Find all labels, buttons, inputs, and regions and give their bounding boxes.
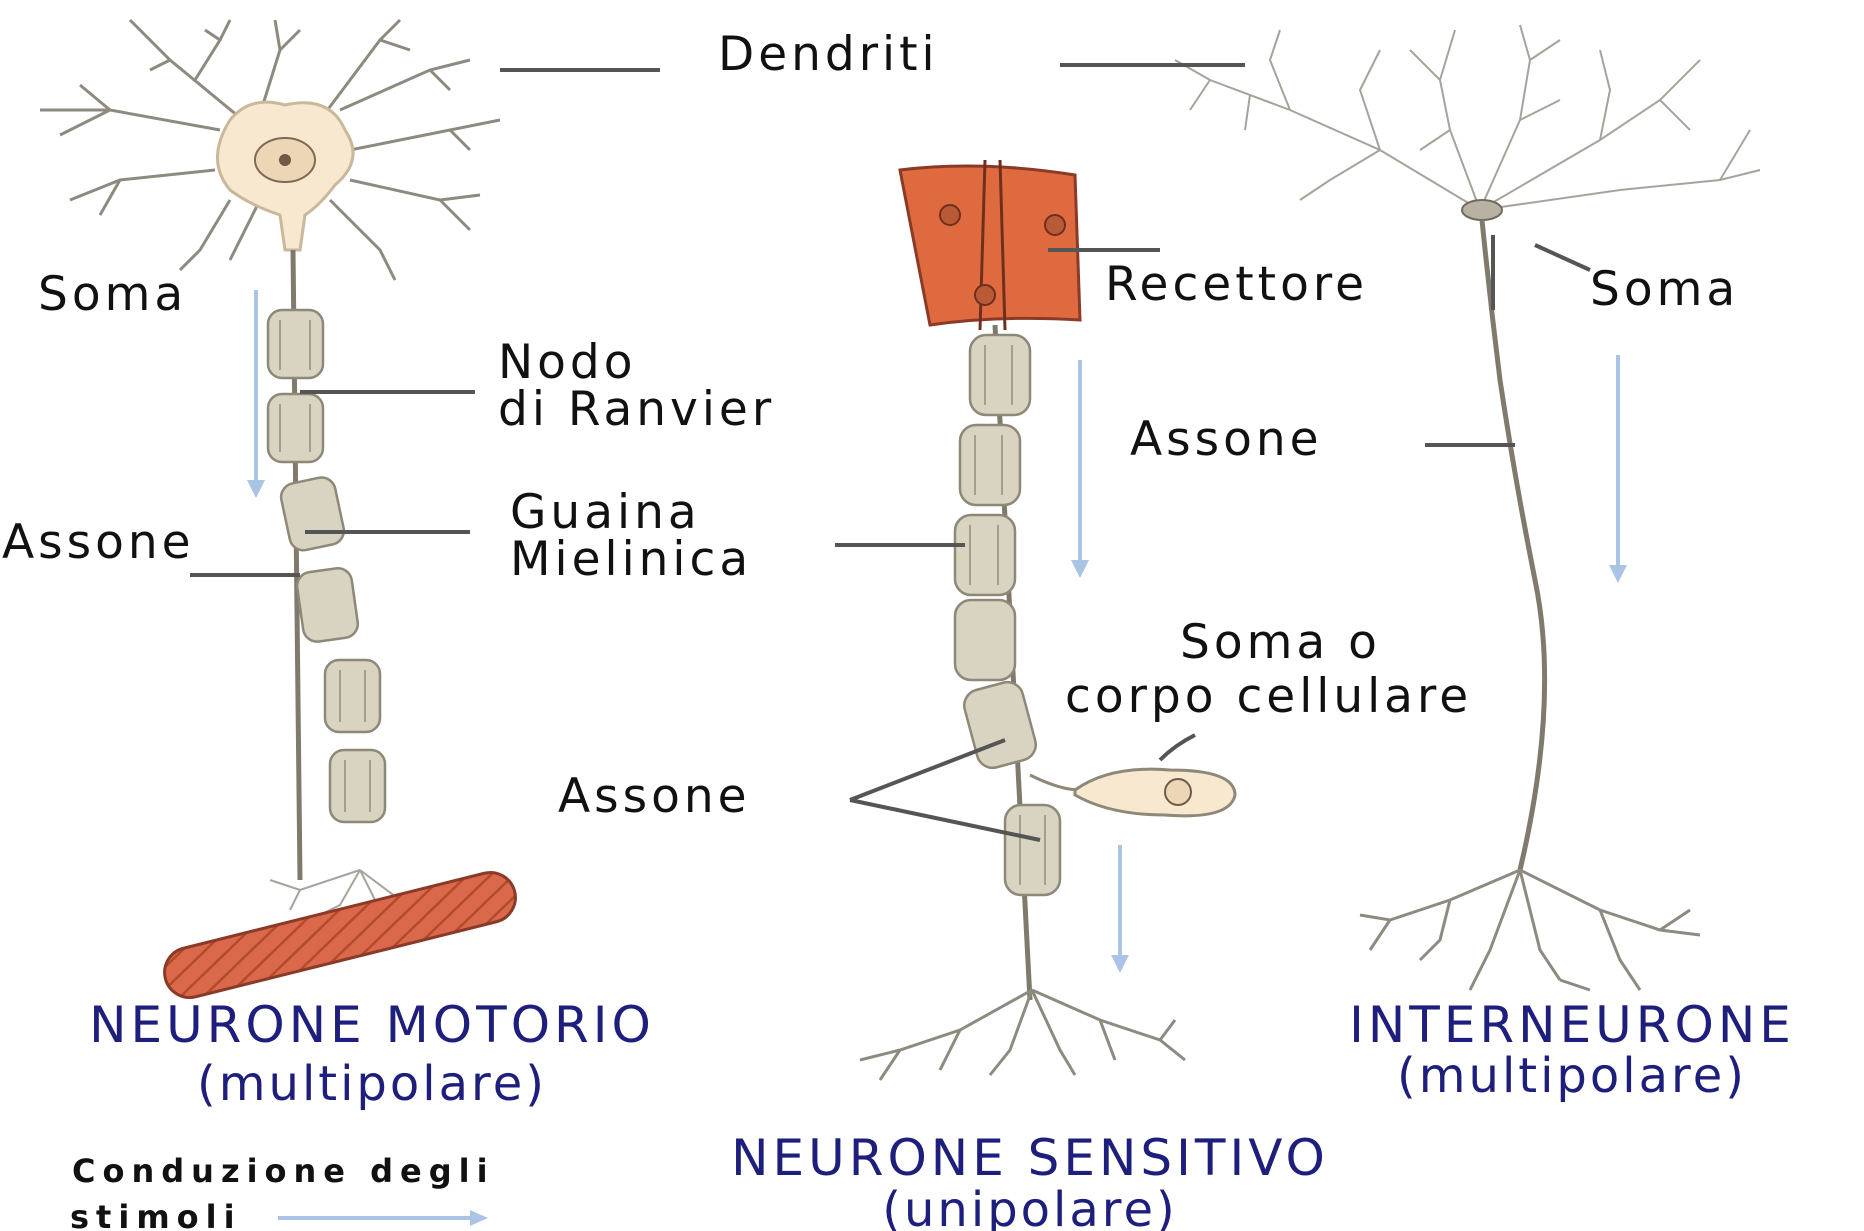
label-soma-corpo-line1: Soma o	[1180, 615, 1381, 670]
flow-arrow-sensory-lower	[1111, 845, 1129, 973]
label-assone-bottom: Assone	[558, 769, 751, 824]
legend-line1: Conduzione degli	[72, 1152, 495, 1190]
interneuron	[1175, 25, 1760, 990]
interneuron-dendrites	[1175, 25, 1760, 210]
title-sensitivo-sub: (unipolare)	[882, 1182, 1177, 1231]
label-soma-left: Soma	[38, 267, 187, 322]
right-arrow-icon	[278, 1210, 488, 1226]
label-guaina-line2: Mielinica	[510, 532, 752, 587]
label-assone-middle: Assone	[1130, 412, 1323, 467]
interneuron-axon	[1482, 220, 1545, 870]
label-soma-right: Soma	[1590, 262, 1739, 317]
title-motorio-sub: (multipolare)	[197, 1056, 547, 1112]
interneuron-soma	[1462, 200, 1502, 220]
interneuron-terminals	[1360, 870, 1700, 990]
motor-neuron	[40, 20, 521, 1003]
sensory-neuron-myelin-sheath	[955, 335, 1060, 895]
label-assone-left: Assone	[2, 515, 195, 570]
muscle-fiber	[159, 867, 520, 1003]
sensory-neuron-cell-body	[1075, 769, 1235, 816]
title-interneurone-sub: (multipolare)	[1397, 1048, 1747, 1104]
sensory-neuron-terminals	[860, 990, 1185, 1080]
title-motorio: NEURONE MOTORIO	[89, 996, 655, 1054]
label-dendriti: Dendriti	[718, 27, 939, 82]
label-nodo-line2: di Ranvier	[498, 382, 775, 437]
title-sensitivo: NEURONE SENSITIVO	[731, 1129, 1329, 1187]
label-recettore: Recettore	[1105, 257, 1368, 312]
title-interneurone: INTERNEURONE	[1349, 996, 1795, 1054]
flow-arrow-sensory-upper	[1071, 360, 1089, 578]
flow-arrow-interneuron	[1609, 355, 1627, 583]
label-soma-corpo-line2: corpo cellulare	[1065, 669, 1472, 724]
flow-arrow-motor	[247, 290, 265, 498]
legend: Conduzione degli stimoli	[70, 1152, 495, 1231]
legend-line2: stimoli	[70, 1198, 242, 1231]
motor-neuron-myelin-sheath	[268, 310, 385, 822]
